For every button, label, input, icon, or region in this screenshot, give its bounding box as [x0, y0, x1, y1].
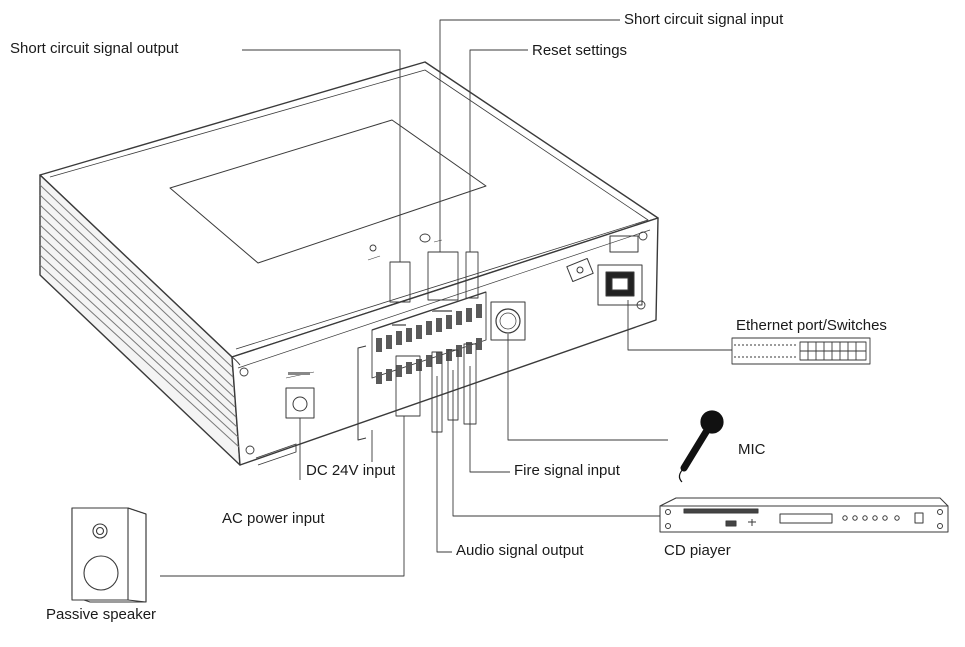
label-short-circuit-input: Short circuit signal input — [624, 11, 784, 28]
label-audio-output: Audio signal output — [456, 542, 584, 559]
rear-switch-icon — [566, 257, 594, 283]
label-cd-player: CD piayer — [664, 542, 731, 559]
cd-player-icon — [659, 497, 949, 533]
terminal-slots — [376, 304, 482, 384]
top-indicators — [367, 233, 443, 261]
label-passive-speaker: Passive speaker — [46, 606, 157, 623]
main-amplifier-unit — [39, 61, 659, 466]
passive-speaker-icon — [71, 507, 147, 603]
label-mic: MIC — [738, 441, 766, 458]
label-short-circuit-output: Short circuit signal output — [10, 40, 179, 57]
label-reset-settings: Reset settings — [532, 42, 628, 59]
label-ethernet: Ethernet port/Switches — [736, 317, 887, 334]
callout-lines — [160, 19, 732, 577]
dc-input-bracket — [357, 345, 367, 441]
panel-markings — [288, 310, 452, 375]
heatsink-ribs — [39, 184, 240, 448]
label-dc-input: DC 24V input — [306, 462, 396, 479]
label-fire-signal: Fire signal input — [514, 462, 620, 479]
ethernet-switch-icon — [731, 337, 871, 365]
microphone-icon — [678, 410, 724, 483]
label-ac-power: AC power input — [222, 510, 325, 527]
ethernet-port-icon — [597, 235, 643, 306]
